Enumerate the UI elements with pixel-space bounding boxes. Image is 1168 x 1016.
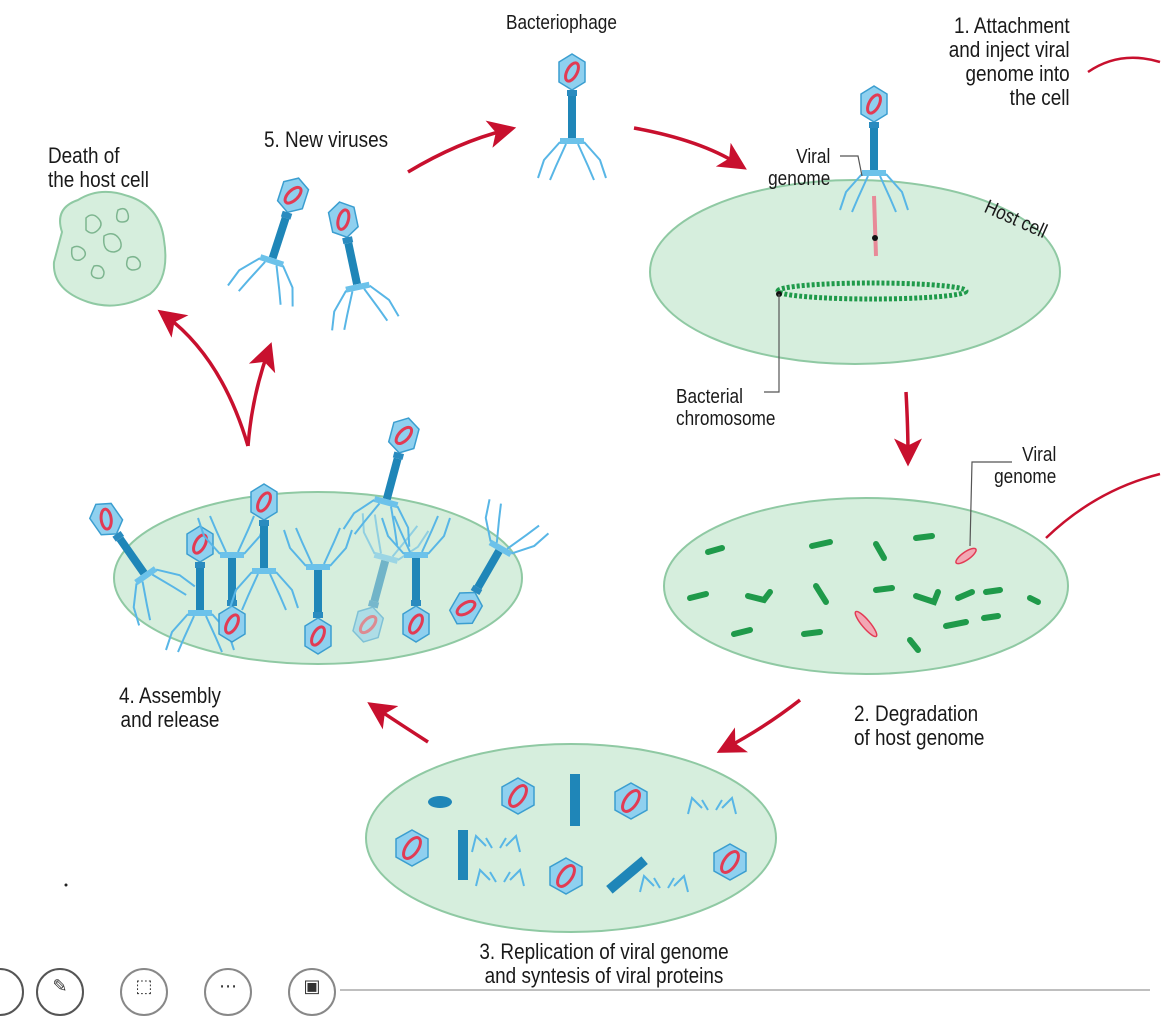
arrow-4-to-5	[248, 352, 268, 446]
viral-genome-mid-label: Viral genome	[994, 444, 1056, 488]
screenshot-icon[interactable]: ⬚	[120, 968, 168, 1016]
host-cell-step3	[366, 744, 776, 932]
dead-host-cell	[54, 192, 165, 306]
arrow-4-to-death	[166, 316, 248, 446]
death-label: Death of the host cell	[48, 144, 149, 192]
annotation-stroke-2	[1046, 474, 1160, 538]
step3-label: 3. Replication of viral genome and synte…	[432, 940, 776, 988]
arrow-3-to-4	[376, 708, 428, 742]
arrow-phage-to-1	[634, 128, 738, 164]
new-phage-2-icon	[306, 195, 399, 332]
host-cell-step2	[664, 462, 1068, 674]
bacteriophage-top-icon	[538, 54, 606, 180]
viral-genome-top-label: Viral genome	[768, 146, 830, 190]
arrow-1-to-2	[906, 392, 908, 456]
step4-label: 4. Assembly and release	[93, 684, 248, 732]
arrow-5-to-phage	[408, 130, 506, 172]
screen-record-icon[interactable]: ▣	[288, 968, 336, 1016]
bacteriophage-label: Bacteriophage	[506, 12, 617, 34]
more-options-icon[interactable]: ⋯	[204, 968, 252, 1016]
step5-label: 5. New viruses	[264, 128, 388, 152]
step2-label: 2. Degradation of host genome	[854, 702, 984, 750]
draw-pen-icon[interactable]: ✎	[36, 968, 84, 1016]
injected-viral-genome	[874, 196, 876, 256]
arrow-2-to-3	[726, 700, 800, 748]
bacterial-chromosome-label: Bacterial chromosome	[676, 386, 775, 430]
step1-label: 1. Attachment and inject viral genome in…	[949, 14, 1070, 110]
annotation-stroke-1	[1088, 58, 1160, 72]
new-phage-1-icon	[227, 168, 331, 309]
